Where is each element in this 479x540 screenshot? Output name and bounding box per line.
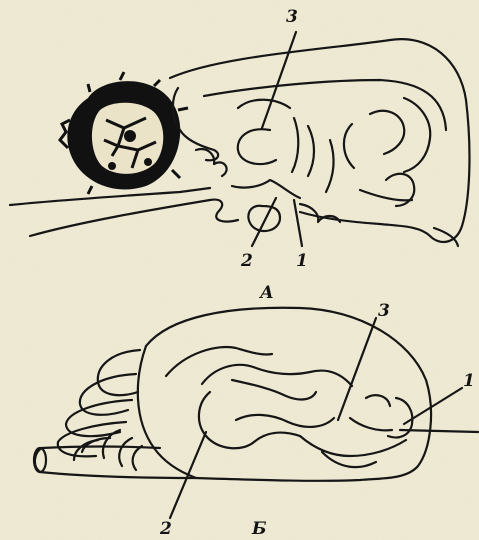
panel-b-label-2: 2 <box>159 519 172 539</box>
panel-a-caption: А <box>258 283 274 303</box>
panel-a-label-3: 3 <box>286 7 298 27</box>
panel-a-label-2: 2 <box>240 251 253 271</box>
panel-b-label-1: 1 <box>463 371 475 391</box>
panel-b-label-3: 3 <box>378 301 390 321</box>
panel-a-label-1: 1 <box>296 251 308 271</box>
panel-b-caption: Б <box>251 519 267 539</box>
